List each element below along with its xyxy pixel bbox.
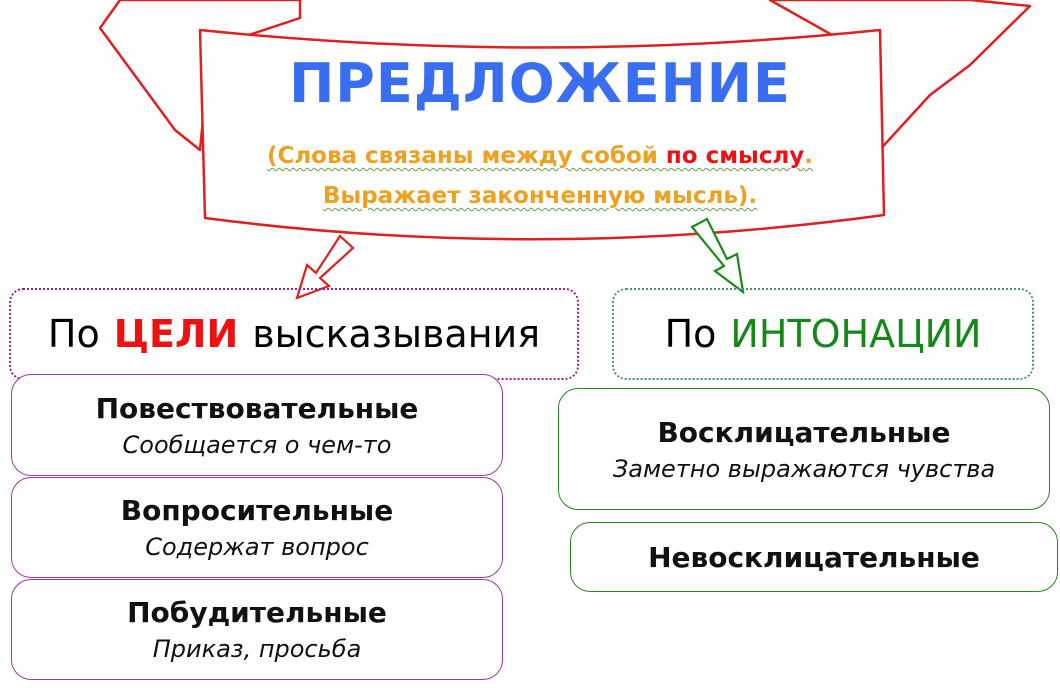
- category-purpose-prefix: По: [47, 312, 100, 356]
- type-box-exclamatory: Восклицательные Заметно выражаются чувст…: [558, 388, 1050, 510]
- type-box-interrogative: Вопросительные Содержат вопрос: [11, 477, 503, 578]
- arrow-down-right-icon: [690, 217, 745, 295]
- category-intonation-keyword: ИНТОНАЦИИ: [730, 312, 982, 356]
- type-name: Восклицательные: [657, 415, 951, 449]
- type-description: Заметно выражаются чувства: [612, 454, 996, 483]
- definition-line-1-start: (Слова связаны между собой: [266, 143, 666, 169]
- type-name: Повествовательные: [95, 391, 419, 425]
- type-description: Содержат вопрос: [145, 533, 369, 561]
- arrow-down-left-icon: [295, 234, 355, 300]
- category-purpose: По ЦЕЛИ высказывания: [9, 288, 579, 380]
- main-title: ПРЕДЛОЖЕНИЕ: [289, 52, 791, 115]
- category-intonation-prefix: По: [664, 312, 717, 356]
- category-purpose-keyword: ЦЕЛИ: [113, 312, 239, 356]
- type-description: Сообщается о чем-то: [122, 430, 392, 459]
- definition-line-1-end: .: [804, 143, 814, 169]
- category-purpose-suffix: высказывания: [252, 312, 541, 356]
- type-box-non-exclamatory: Невосклицательные: [570, 522, 1058, 592]
- type-box-narrative: Повествовательные Сообщается о чем-то: [11, 374, 503, 476]
- type-name: Вопросительные: [120, 494, 394, 527]
- type-description: Приказ, просьба: [152, 635, 362, 663]
- category-intonation: По ИНТОНАЦИИ: [612, 288, 1034, 380]
- definition-highlight: по смыслу: [665, 143, 805, 169]
- type-name: Невосклицательные: [648, 540, 980, 574]
- definition-line-2-text: Выражает законченную мысль).: [322, 183, 758, 209]
- definition-line-2: Выражает законченную мысль).: [200, 183, 880, 209]
- type-name: Побудительные: [127, 596, 387, 629]
- definition-line-1: (Слова связаны между собой по смыслу.: [200, 143, 880, 169]
- type-box-imperative: Побудительные Приказ, просьба: [11, 579, 503, 680]
- ribbon-main: [198, 28, 886, 241]
